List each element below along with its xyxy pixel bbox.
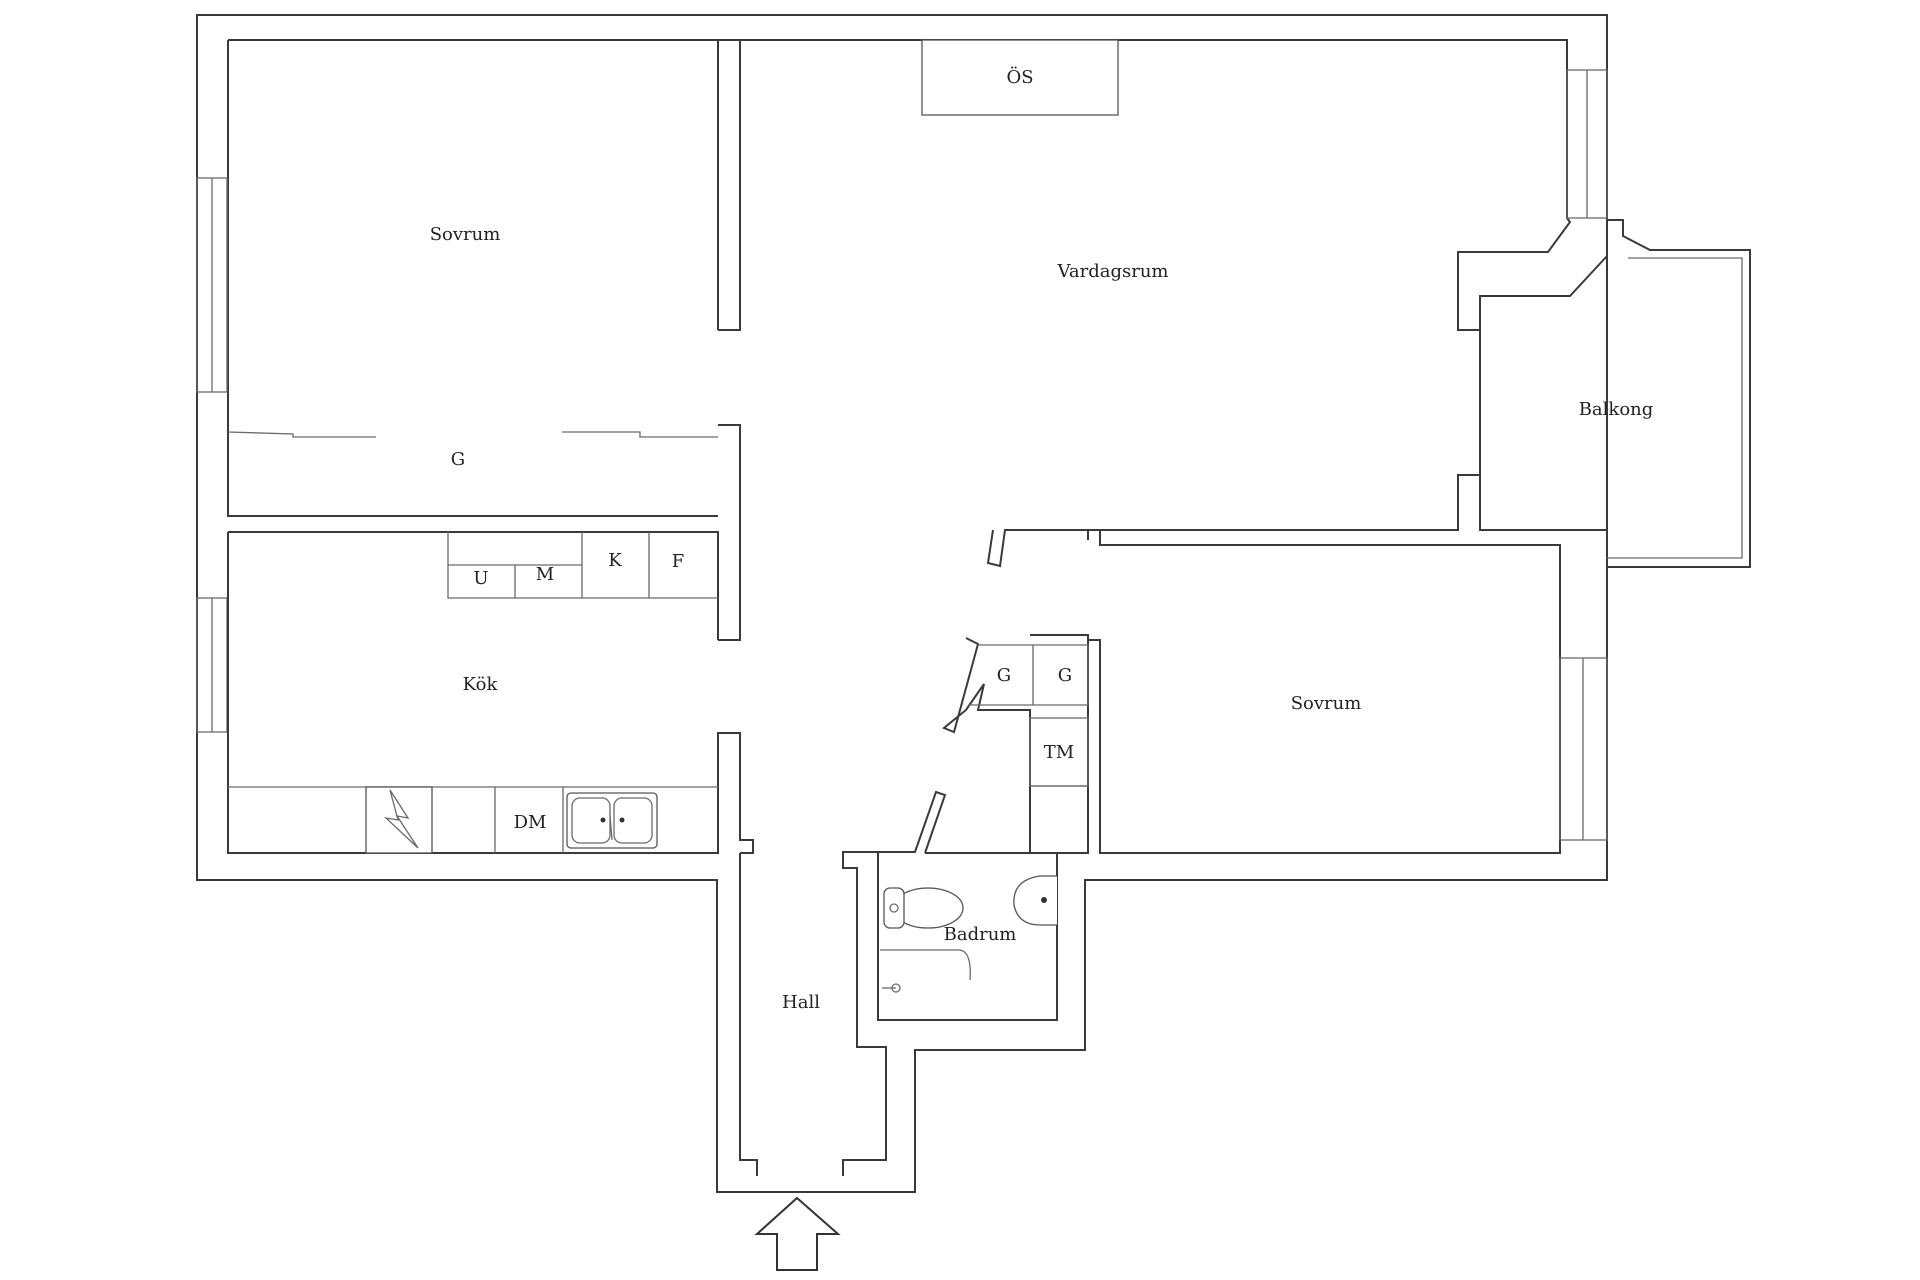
sink-drain-2: [619, 817, 625, 823]
outer-wall: [196, 14, 1608, 1193]
bathroom-sink-icon: [1013, 875, 1057, 926]
sink-faucet: [609, 814, 613, 841]
living-wall: [740, 39, 1608, 331]
room-label-badrum: Badrum: [944, 924, 1017, 945]
bedroom2-wall: [1087, 529, 1561, 854]
room-label-sovrum-2: Sovrum: [1291, 693, 1362, 714]
room-label-balkong: Balkong: [1579, 399, 1654, 420]
fixture-label-tm: TM: [1044, 742, 1074, 763]
sink-bowl-2: [613, 797, 653, 844]
toilet-tank: [883, 887, 905, 929]
bathtub-edge: [880, 949, 971, 981]
fixture-label-os: ÖS: [1006, 65, 1033, 88]
fixture-label-f: F: [672, 551, 685, 572]
room-label-sovrum-1: Sovrum: [430, 224, 501, 245]
fixture-label-k: K: [608, 550, 622, 571]
tiled-stove: [921, 39, 1119, 116]
entrance-arrow-icon: [754, 1196, 841, 1271]
fixture-label-g-hall-1: G: [997, 665, 1011, 686]
closet-wall: [942, 634, 1089, 854]
wardrobe-separator-2: [562, 431, 718, 438]
partition-column-mid: [718, 424, 741, 641]
sink-drain-1: [600, 817, 606, 823]
living-right-wall: [1479, 475, 1607, 531]
balcony-inner: [1607, 257, 1743, 559]
hall-right: [842, 790, 947, 1176]
kitchen-counter-top: [447, 532, 718, 599]
fixture-label-dm: DM: [514, 812, 547, 833]
fixture-label-m: M: [536, 564, 554, 585]
fixture-label-g-wardrobe: G: [451, 449, 465, 470]
room-label-vardagsrum: Vardagsrum: [1057, 261, 1169, 282]
living-balcony-door: [986, 296, 1481, 568]
bedroom1-left-wall: [227, 40, 718, 517]
bathroom-inner: [877, 852, 1058, 1021]
bathroom-sink-drain: [1041, 897, 1047, 903]
bath-tap-icon: [891, 983, 901, 993]
balcony-outline: [1607, 219, 1751, 568]
fixture-label-g-hall-2: G: [1058, 665, 1072, 686]
partition-column-top: [718, 39, 741, 331]
room-label-hall: Hall: [782, 992, 820, 1013]
room-label-kok: Kök: [463, 674, 499, 695]
bedroom1-wall: [228, 39, 719, 330]
toilet-flush-icon: [889, 903, 899, 913]
kitchen-wall: [228, 531, 719, 640]
sink: [566, 792, 658, 849]
wardrobe-separator: [227, 431, 376, 438]
stove-bolt-icon: [383, 789, 419, 849]
hall-left: [739, 853, 758, 1176]
fixture-label-u: U: [473, 568, 488, 589]
